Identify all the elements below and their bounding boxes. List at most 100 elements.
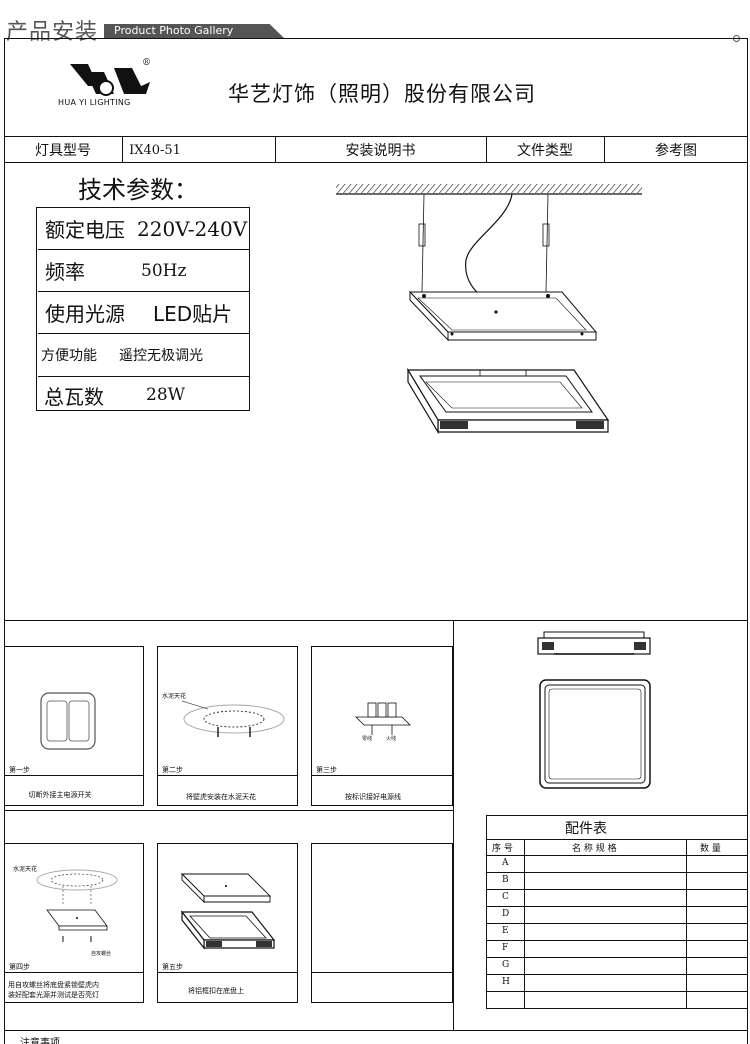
parts-row-index: D xyxy=(502,909,510,919)
spec-value: 50Hz xyxy=(141,260,187,281)
company-logo: ® HUA YI LIGHTING xyxy=(58,58,158,108)
info-divider-3 xyxy=(486,136,487,162)
step-6-empty-box xyxy=(311,843,453,973)
right-panel-divider xyxy=(453,620,454,1030)
spec-value: LED贴片 xyxy=(153,302,233,326)
step-1-box: 第一步 xyxy=(4,646,144,776)
spec-row-light-source: 使用光源 LED贴片 xyxy=(38,292,250,334)
info-divider-1 xyxy=(122,136,123,162)
parts-row: G xyxy=(486,958,748,975)
parts-title-line xyxy=(486,839,748,840)
info-row-bottom xyxy=(4,162,748,163)
parts-table xyxy=(486,815,748,1009)
logo-registered: ® xyxy=(142,58,151,68)
step-label: 第四步 xyxy=(9,963,30,971)
wall-switch-icon xyxy=(40,692,96,750)
base-plate-mount-icon xyxy=(36,869,118,942)
model-label: 灯具型号 xyxy=(35,143,91,159)
footer-text: 注意事项 xyxy=(20,1038,60,1044)
spec-key: 方便功能 xyxy=(41,348,97,364)
screw-note: 自攻螺丝 xyxy=(91,951,112,957)
spec-row-wattage: 总瓦数 28W xyxy=(36,380,250,411)
logo-text: HUA YI LIGHTING xyxy=(58,98,131,107)
specs-heading: 技术参数： xyxy=(78,176,198,204)
parts-row xyxy=(486,992,748,1009)
step-4-caption-box xyxy=(4,973,144,1003)
parts-col-line-1 xyxy=(524,839,525,1009)
doc-name: 安装说明书 xyxy=(345,143,416,159)
doc-type-label: 文件类型 xyxy=(517,143,573,159)
steps-row-divider xyxy=(4,810,453,811)
parts-header-qty: 数 量 xyxy=(700,844,721,854)
parts-header-row: 序 号 名 称 规 格 数 量 xyxy=(486,839,748,856)
specs-table xyxy=(36,207,250,411)
info-divider-4 xyxy=(604,136,605,162)
parts-header-name: 名 称 规 格 xyxy=(572,844,617,854)
spec-value: 遥控无极调光 xyxy=(119,348,203,364)
logo-mark-icon xyxy=(70,64,150,96)
ceiling-anchor-icon xyxy=(181,700,285,737)
neutral-wire-note: 零线 xyxy=(362,736,373,742)
company-name: 华艺灯饰（照明）股份有限公司 xyxy=(228,82,536,106)
parts-row: F xyxy=(486,941,748,958)
doc-type-value: 参考图 xyxy=(655,143,697,159)
step-2-box: 水泥天花 第二步 xyxy=(157,646,298,776)
info-divider-2 xyxy=(275,136,276,162)
spec-gap-line xyxy=(38,376,250,377)
step-caption: 用自攻螺丝将底盘紧锁壁虎内 装好配套光源并测试是否亮灯 xyxy=(8,981,99,999)
spec-row-function: 方便功能 遥控无极调光 xyxy=(38,334,250,376)
spec-key: 总瓦数 xyxy=(44,384,104,409)
lamp-top-view-icon xyxy=(539,679,651,789)
spec-key: 使用光源 xyxy=(45,302,125,326)
step-3-box: 零线 火线 第三步 xyxy=(311,646,453,776)
terminal-block-icon xyxy=(355,702,411,735)
step-caption: 将壁虎安装在水泥天花 xyxy=(186,793,256,801)
step-2-caption-box xyxy=(157,776,298,806)
lamp-side-view-icon xyxy=(537,631,651,655)
page-header-tag: Product Photo Gallery xyxy=(104,24,284,38)
parts-row: H xyxy=(486,975,748,992)
main-frame xyxy=(4,38,748,1044)
parts-row-index: C xyxy=(502,892,509,902)
spec-row-frequency: 频率 50Hz xyxy=(38,250,250,292)
spec-row-voltage: 额定电压 220V-240V xyxy=(38,208,250,250)
parts-row-index: E xyxy=(502,926,509,936)
step-note: 水泥天花 xyxy=(13,866,38,873)
lamp-exploded-view-icon xyxy=(336,184,642,435)
step-5-box: 第五步 xyxy=(157,843,298,973)
section-divider xyxy=(4,620,748,621)
step-6-caption-box xyxy=(311,973,453,1003)
parts-table-title: 配件表 xyxy=(565,821,607,837)
product-drawing xyxy=(330,180,650,450)
spec-key: 频率 xyxy=(45,260,85,284)
parts-row: D xyxy=(486,907,748,924)
step-label: 第一步 xyxy=(9,766,30,774)
parts-col-line-2 xyxy=(686,839,687,1009)
step-caption: 切断外接主电源开关 xyxy=(28,791,92,799)
step-note: 水泥天花 xyxy=(162,693,187,700)
page-header-tag-text: Product Photo Gallery xyxy=(114,24,234,37)
step-label: 第三步 xyxy=(316,766,337,774)
spec-value: 28W xyxy=(146,385,186,405)
step-4-box: 水泥天花 自攻螺丝 第四步 xyxy=(4,843,144,973)
step-caption: 按标识接好电源线 xyxy=(345,793,401,801)
parts-row: B xyxy=(486,873,748,890)
parts-row-index: G xyxy=(502,960,510,970)
page-header-title: 产品安装 xyxy=(6,20,99,45)
parts-row: E xyxy=(486,924,748,941)
parts-row-index: F xyxy=(502,943,509,953)
step-3-caption-box xyxy=(311,776,453,806)
step-label: 第二步 xyxy=(162,766,183,774)
info-row-top xyxy=(4,136,748,137)
parts-row: C xyxy=(486,890,748,907)
step-label: 第五步 xyxy=(162,963,183,971)
parts-row-index: B xyxy=(502,875,509,885)
parts-row-index: H xyxy=(502,977,510,987)
parts-header-index: 序 号 xyxy=(492,844,513,854)
step-caption: 将铝框扣在底盘上 xyxy=(188,987,244,995)
step-1-caption-box xyxy=(4,776,144,806)
parts-row: A xyxy=(486,856,748,873)
live-wire-note: 火线 xyxy=(386,736,397,742)
parts-row-index: A xyxy=(502,858,509,868)
spec-key: 额定电压 xyxy=(45,218,125,242)
